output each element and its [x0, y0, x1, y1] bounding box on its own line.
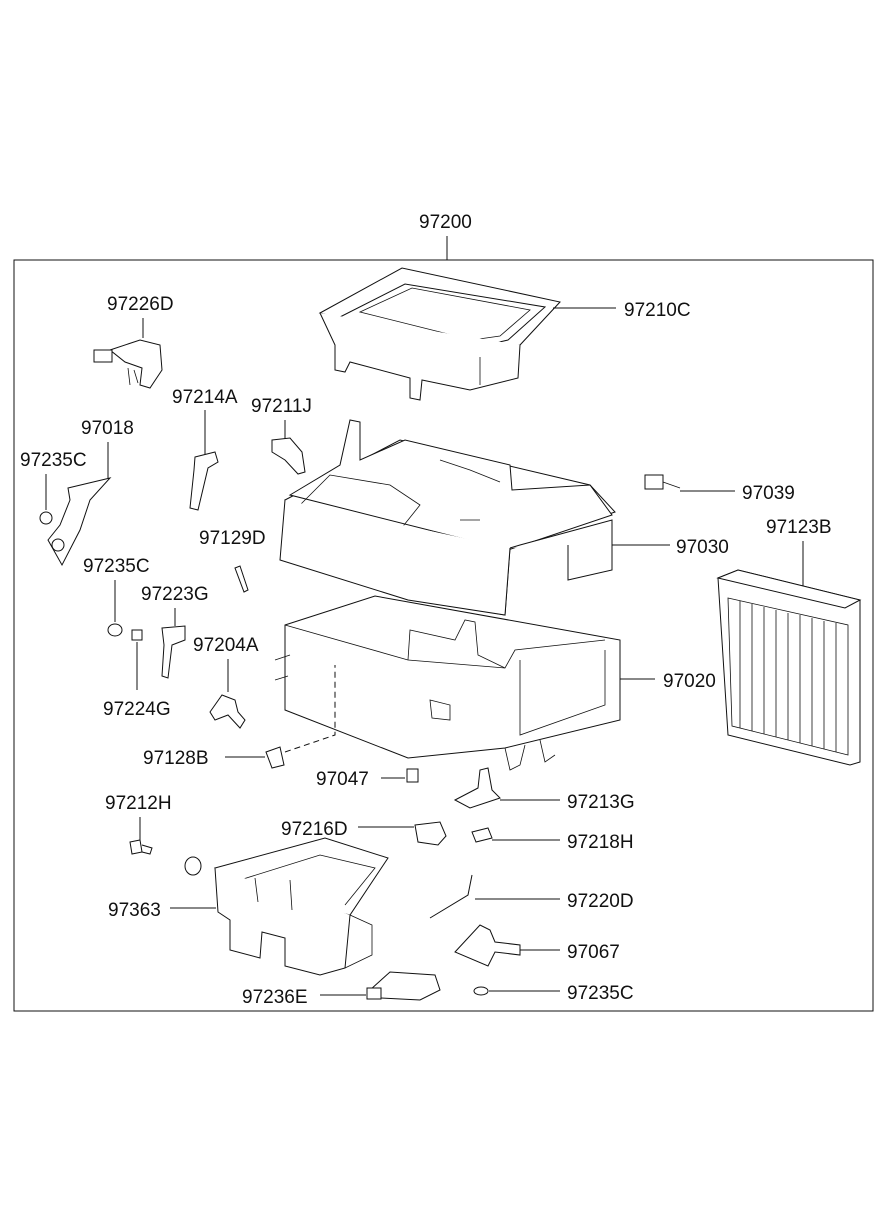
label-97220D: 97220D — [567, 891, 634, 912]
label-97235C-a: 97235C — [20, 450, 87, 471]
label-97067: 97067 — [567, 942, 620, 963]
label-97218H: 97218H — [567, 832, 634, 853]
label-97213G: 97213G — [567, 792, 635, 813]
label-97236E: 97236E — [242, 987, 308, 1008]
label-97216D: 97216D — [281, 819, 348, 840]
label-97129D: 97129D — [199, 528, 266, 549]
label-97235C-c: 97235C — [567, 983, 634, 1004]
part-97129D — [234, 565, 249, 593]
label-97020: 97020 — [663, 671, 716, 692]
part-97047 — [406, 768, 419, 783]
label-97224G: 97224G — [103, 699, 171, 720]
part-97235C-c — [473, 986, 489, 996]
part-97020-lower-case — [274, 595, 621, 771]
label-97030: 97030 — [676, 537, 729, 558]
label-97200: 97200 — [419, 212, 472, 233]
label-97211J: 97211J — [251, 396, 312, 417]
part-97067 — [454, 924, 521, 967]
assembly-frame — [13, 259, 874, 1012]
part-97212H — [129, 839, 153, 855]
part-97220D-rod — [429, 874, 473, 919]
label-97210C: 97210C — [624, 300, 691, 321]
label-97363: 97363 — [108, 900, 161, 921]
label-97039: 97039 — [742, 483, 795, 504]
part-97214A-lever — [189, 451, 219, 511]
part-97204A — [209, 694, 246, 729]
label-97128B: 97128B — [143, 748, 209, 769]
label-97204A: 97204A — [193, 635, 259, 656]
part-97211J — [271, 437, 306, 475]
part-97363-lower-cover — [213, 837, 389, 976]
part-grommet — [184, 856, 202, 876]
label-97214A: 97214A — [172, 387, 238, 408]
part-97018-link — [39, 477, 112, 567]
part-97235C-b — [107, 623, 123, 637]
label-97235C-b: 97235C — [83, 556, 150, 577]
label-97123B: 97123B — [766, 517, 832, 538]
part-97128B — [265, 746, 285, 769]
label-97018: 97018 — [81, 418, 134, 439]
part-97030-upper-case — [279, 419, 616, 616]
part-97213G — [453, 767, 501, 809]
part-97218H — [471, 827, 493, 843]
dashed-guide-97128B — [284, 665, 336, 753]
label-97047: 97047 — [316, 769, 369, 790]
label-97223G: 97223G — [141, 584, 209, 605]
part-97236E-connector — [366, 987, 382, 1000]
label-97226D: 97226D — [107, 294, 174, 315]
part-97216D — [414, 821, 447, 846]
part-97224G — [131, 629, 143, 641]
part-97226D-bracket — [93, 339, 163, 389]
part-97210C-cover — [318, 267, 561, 401]
part-97223G — [161, 625, 186, 679]
label-97212H: 97212H — [105, 793, 172, 814]
part-97123B-filter — [716, 569, 862, 766]
part-97039 — [644, 474, 664, 490]
